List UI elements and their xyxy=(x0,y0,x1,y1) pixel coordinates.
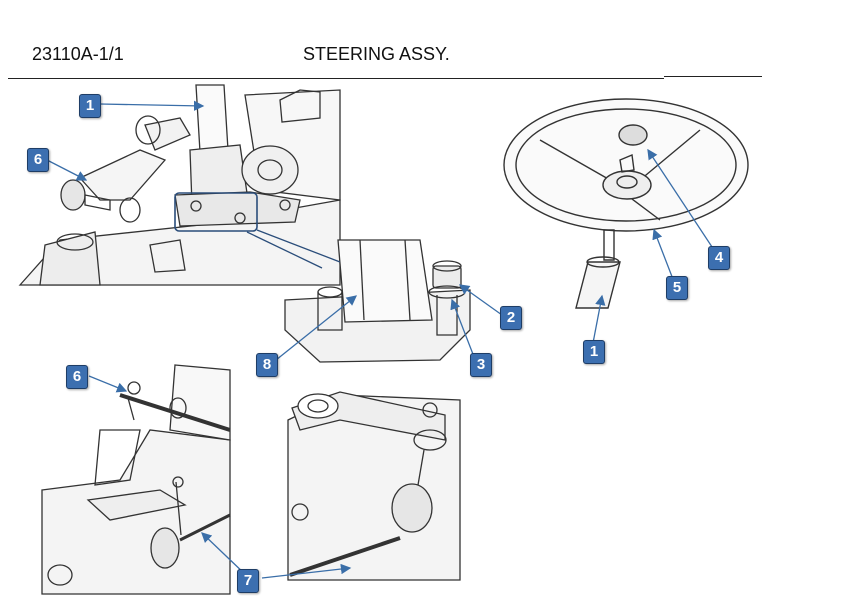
callout-6-bottom: 6 xyxy=(66,365,88,389)
header-rule-right xyxy=(664,76,762,77)
callout-1-shaft: 1 xyxy=(583,340,605,364)
column-base-detail-view xyxy=(246,229,471,363)
steering-wheel-view xyxy=(503,98,749,309)
steering-column-housing-view xyxy=(18,84,341,286)
callout-7: 7 xyxy=(237,569,259,593)
callout-3: 3 xyxy=(470,353,492,377)
callout-6-top: 6 xyxy=(27,148,49,172)
callout-8: 8 xyxy=(256,353,278,377)
leader-lines xyxy=(46,100,719,579)
tie-rod-left-view xyxy=(41,364,231,595)
pitman-arm-view xyxy=(287,391,461,581)
callout-2: 2 xyxy=(500,306,522,330)
callout-5: 5 xyxy=(666,276,688,300)
header-rule xyxy=(8,78,664,79)
diagram-title: STEERING ASSY. xyxy=(303,44,450,64)
callout-4: 4 xyxy=(708,246,730,270)
part-code: 23110A-1/1 xyxy=(32,44,124,64)
callout-1-column: 1 xyxy=(79,94,101,118)
